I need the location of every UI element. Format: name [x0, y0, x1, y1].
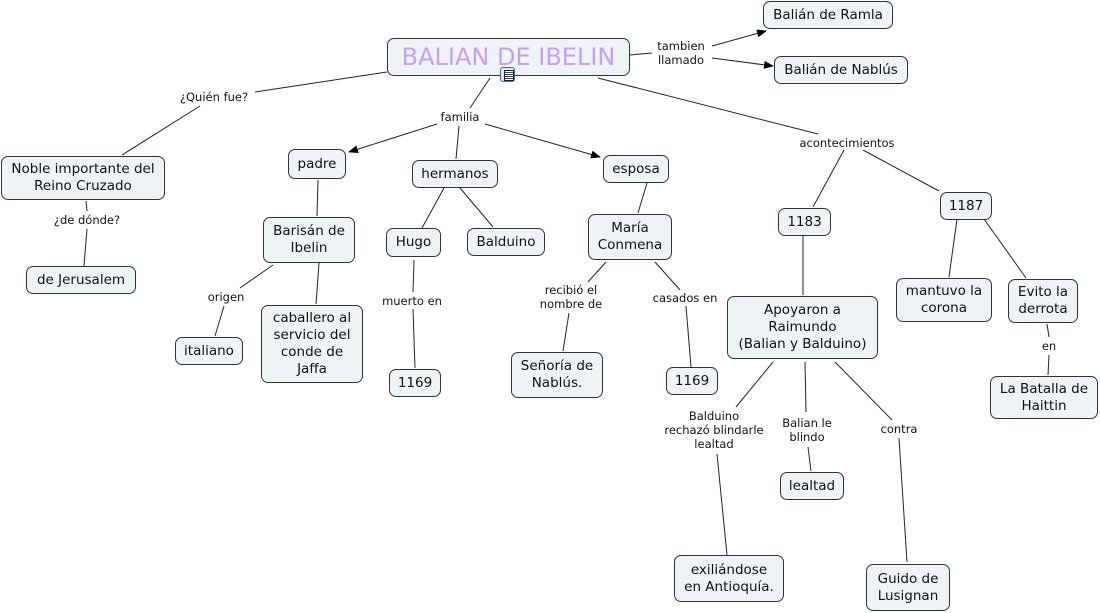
link-origen[interactable]: origen [207, 290, 245, 304]
line-apoyaron-rechazo [735, 361, 774, 408]
link-en[interactable]: en [1041, 339, 1057, 353]
line-familia-hermanos [455, 125, 460, 160]
line-noble-donde [85, 200, 88, 212]
concept-evito-la-derrota[interactable]: Evito la derrota [1008, 279, 1078, 323]
line-barisan-caballero [315, 262, 320, 305]
line-recibio-senoria [562, 312, 570, 352]
line-maria-casados [654, 261, 681, 291]
line-apoyaron-contra [834, 361, 893, 421]
concept-batalla-de-haittin[interactable]: La Batalla de Haittin [990, 376, 1098, 419]
line-tambien-ramla [711, 29, 767, 47]
line-origen-italiano [214, 305, 225, 337]
concept-caballero[interactable]: caballero al servicio del conde de Jaffa [261, 305, 363, 383]
link-casados-en[interactable]: casados en [652, 291, 718, 305]
line-casados-1169 [685, 305, 692, 368]
concept-hugo[interactable]: Hugo [386, 228, 441, 257]
concept-balian-de-nablus[interactable]: Balián de Nablús [774, 56, 908, 84]
concept-esposa[interactable]: esposa [603, 155, 669, 183]
line-root-acontecimientos [597, 77, 819, 135]
line-hugo-muerto [412, 259, 415, 293]
line-contra-guido [898, 437, 908, 563]
line-evito-en [1046, 323, 1050, 338]
line-padre-barisan [316, 179, 319, 217]
line-muerto-1169 [412, 308, 416, 369]
link-rechazo-blindarle[interactable]: Balduino rechazó blindarle lealtad [664, 409, 764, 451]
link-familia[interactable]: familia [440, 110, 480, 124]
concept-senoria-de-nablus[interactable]: Señoría de Nablús. [511, 352, 603, 398]
line-en-batalla [1047, 354, 1050, 376]
link-tambien-llamado[interactable]: tambien llamado [657, 39, 705, 67]
line-acont-1187 [862, 149, 940, 192]
concept-root[interactable]: BALIAN DE IBELIN [387, 38, 630, 76]
line-hermanos-balduino [459, 187, 494, 228]
concept-hermanos[interactable]: hermanos [412, 160, 498, 188]
line-tambien-nablus [711, 57, 774, 69]
concept-apoyaron-a-raimundo[interactable]: Apoyaron a Raimundo (Balian y Balduino) [727, 296, 878, 359]
link-de-donde[interactable]: ¿de dónde? [53, 213, 121, 227]
concept-barisan-de-ibelin[interactable]: Barisán de Ibelin [263, 217, 355, 263]
line-root-tambien [629, 52, 653, 56]
concept-italiano[interactable]: italiano [175, 337, 243, 365]
line-hermanos-hugo [421, 187, 445, 229]
line-quien-noble [121, 105, 201, 156]
concept-maria-conmena[interactable]: María Conmena [588, 214, 672, 260]
concept-guido-de-lusignan[interactable]: Guido de Lusignan [866, 564, 950, 611]
line-familia-padre [348, 123, 438, 154]
concept-mantuvo-la-corona[interactable]: mantuvo la corona [896, 278, 992, 322]
line-root-familia [469, 77, 491, 109]
concept-lealtad[interactable]: lealtad [780, 472, 844, 500]
line-rechazo-exiliandose [716, 453, 728, 556]
link-contra[interactable]: contra [880, 422, 918, 436]
line-familia-esposa [484, 123, 601, 159]
link-balian-le-blindo[interactable]: Balian le blindo [782, 416, 832, 444]
link-muerto-en[interactable]: muerto en [382, 294, 442, 308]
concept-balduino[interactable]: Balduino [467, 228, 545, 256]
line-acont-1183 [812, 149, 845, 208]
line-donde-jerusalem [83, 228, 88, 267]
concept-noble-importante[interactable]: Noble importante del Reino Cruzado [1, 156, 165, 200]
line-esposa-maria [637, 182, 648, 214]
line-root-quien [254, 71, 388, 93]
line-barisan-origen [239, 264, 274, 289]
concept-1187[interactable]: 1187 [940, 192, 992, 220]
concept-exiliandose[interactable]: exiliándose en Antioquía. [674, 555, 784, 602]
line-maria-recibio [587, 261, 607, 283]
concept-1169-hugo[interactable]: 1169 [389, 369, 441, 397]
concept-balian-de-ramla[interactable]: Balián de Ramla [763, 1, 893, 29]
concept-1169-casados[interactable]: 1169 [666, 367, 718, 395]
line-1187-evito [983, 218, 1027, 279]
concept-padre[interactable]: padre [288, 149, 346, 179]
line-apoyaron-blindo [804, 361, 807, 413]
line-1187-mantuvo [948, 218, 958, 278]
document-icon[interactable] [500, 67, 515, 82]
line-blindo-lealtad [807, 446, 812, 472]
concept-de-jerusalem[interactable]: de Jerusalem [26, 266, 136, 294]
concept-1183[interactable]: 1183 [778, 208, 831, 236]
link-quien-fue[interactable]: ¿Quién fue? [179, 90, 249, 104]
link-acontecimientos[interactable]: acontecimientos [799, 136, 895, 150]
link-recibio-el-nombre-de[interactable]: recibió el nombre de [539, 283, 603, 311]
